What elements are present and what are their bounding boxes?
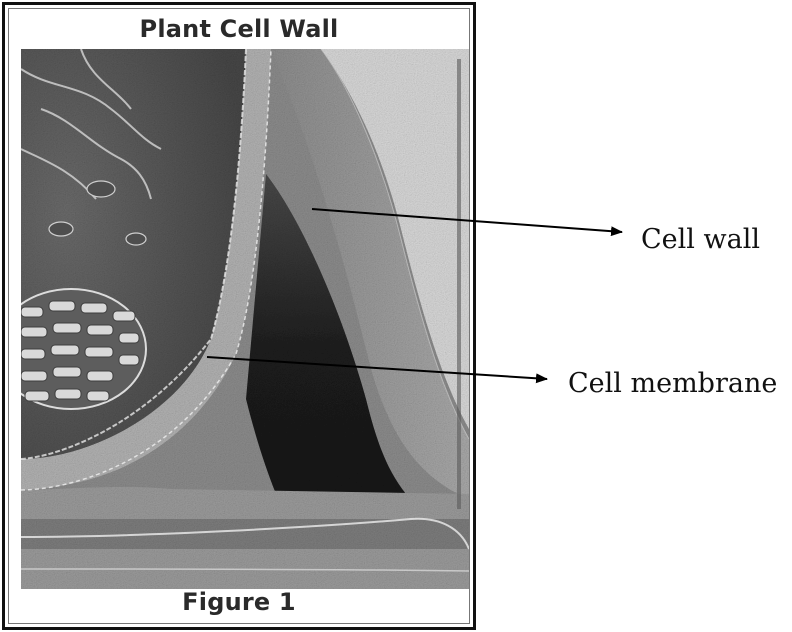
cell-wall-label: Cell wall xyxy=(641,224,760,255)
figure-caption: Figure 1 xyxy=(5,588,473,616)
cell-membrane-label: Cell membrane xyxy=(568,368,777,399)
lower-wall-dark xyxy=(21,519,469,549)
plant-cell-wall-illustration xyxy=(21,49,469,589)
figure-frame: Plant Cell Wall xyxy=(2,2,476,630)
figure-title: Plant Cell Wall xyxy=(5,15,473,43)
